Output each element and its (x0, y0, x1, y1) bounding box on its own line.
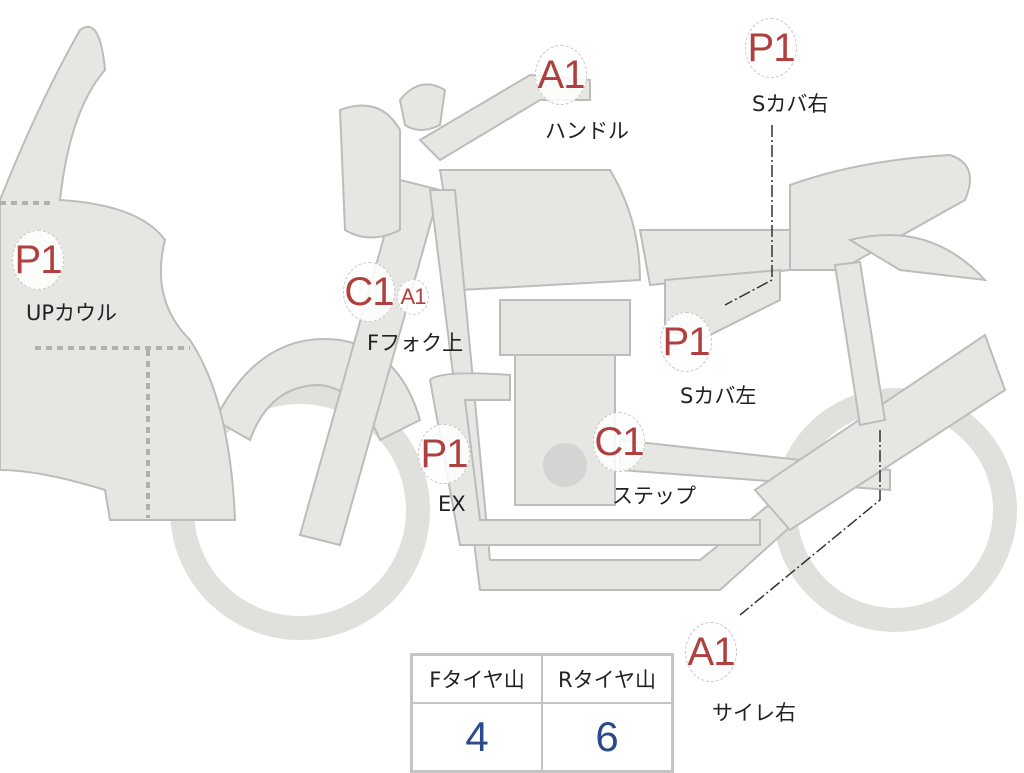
label-handle: ハンドル (545, 119, 629, 143)
leader-lines (724, 125, 881, 616)
label-exhaust: EX (438, 492, 466, 516)
grade-marker-scover-left: P1 (660, 312, 712, 372)
label-step: ステップ (612, 484, 696, 508)
grade-marker-upcowl: P1 (12, 230, 64, 290)
tire-tread-table: Fタイヤ山 Rタイヤ山 4 6 (410, 653, 674, 773)
label-silencer-right: サイレ右 (712, 701, 796, 725)
front-tire-value: 4 (410, 702, 543, 773)
tail-piece (847, 234, 988, 282)
mirror (398, 83, 447, 131)
front-fork (298, 178, 442, 547)
tail-cowl (789, 153, 971, 271)
grade-marker-scover-right: P1 (745, 18, 797, 78)
exhaust-pipe (428, 372, 761, 546)
rear-tire-header: Rタイヤ山 (541, 653, 674, 704)
label-scover-right: Sカバ右 (752, 92, 829, 116)
label-upcowl: UPカウル (26, 301, 118, 325)
front-tire-header: Fタイヤ山 (410, 653, 543, 704)
grade-marker-ffork-upper-2: A1 (397, 279, 429, 315)
grade-marker-exhaust: P1 (418, 424, 470, 484)
rear-shock (833, 260, 887, 427)
headlight (338, 104, 401, 239)
grade-marker-ffork-upper: C1 (343, 262, 395, 322)
fuel-tank (438, 169, 642, 292)
label-ffork-upper: Fフォク上 (367, 331, 464, 355)
engine-cover (543, 443, 587, 487)
label-scover-left: Sカバ左 (680, 384, 757, 408)
upper-cowl (0, 25, 237, 521)
cowl-section-lines (0, 201, 190, 518)
rear-tire-value: 6 (541, 702, 674, 773)
grade-marker-handle: A1 (535, 45, 587, 105)
engine-top (499, 299, 631, 356)
grade-marker-step: C1 (593, 412, 645, 472)
grade-marker-silencer-right: A1 (685, 622, 737, 682)
